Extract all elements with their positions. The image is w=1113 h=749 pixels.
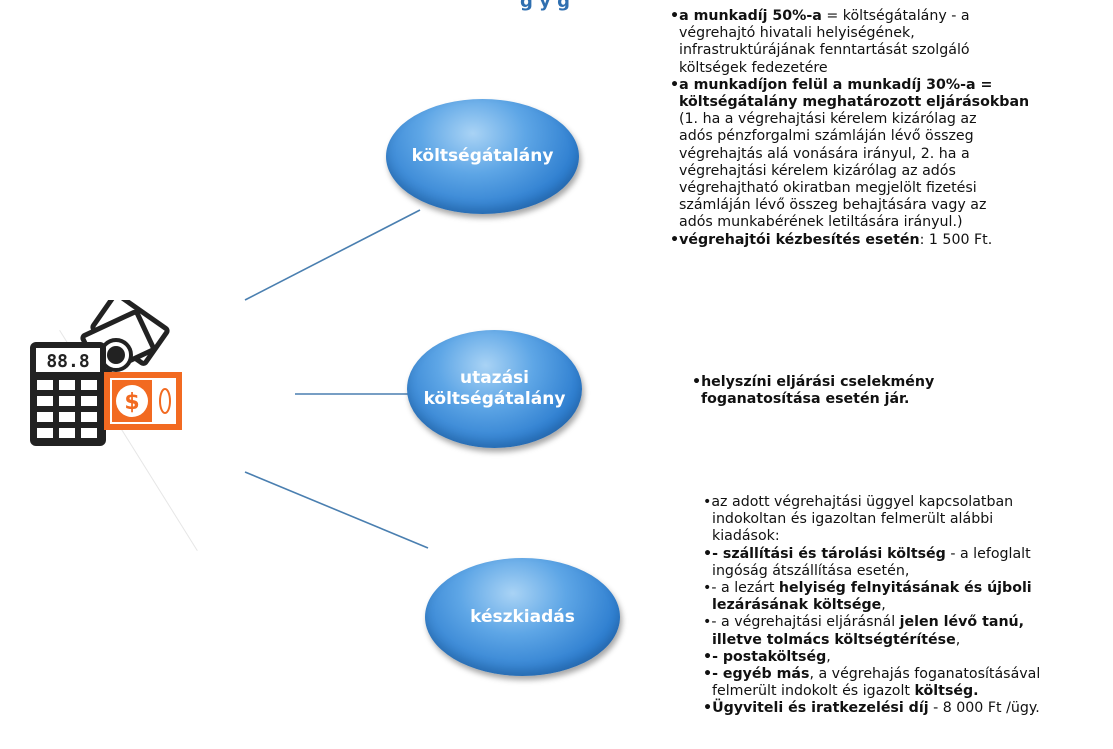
node-expenses: készkiadás: [425, 558, 620, 676]
node-travel: utazási költségátalány: [407, 330, 582, 448]
title-fragment: g y g: [520, 0, 571, 12]
cost-flat-line: végrehajtási kérelem kizárólag az adós: [679, 162, 956, 179]
cost-flat-line: költségek fedezetére: [679, 59, 828, 76]
expenses-text: •az adott végrehajtási üggyel kapcsolatb…: [703, 494, 1108, 718]
expenses-line: •- a lezárt helyiség felnyitásának és új…: [703, 580, 1032, 597]
expenses-line: •- szállítási és tárolási költség - a le…: [703, 545, 1031, 562]
travel-line: foganatosítása esetén jár.: [701, 391, 910, 408]
travel-text: •helyszíni eljárási cselekmény foganatos…: [692, 374, 1092, 408]
cost-flat-line: •végrehajtói kézbesítés esetén: 1 500 Ft…: [670, 231, 993, 248]
cost-flat-line: (1. ha a végrehajtási kérelem kizárólag …: [679, 111, 977, 128]
expenses-line: illetve tolmács költségtérítése,: [712, 631, 961, 648]
dollar-banknote-icon: $: [104, 372, 182, 430]
calculator-money-icon: 88.8 $: [30, 300, 182, 446]
expenses-line: •Ügyviteli és iratkezelési díj - 8 000 F…: [703, 700, 1040, 717]
expenses-line: indokoltan és igazoltan felmerült alábbi: [712, 511, 994, 528]
expenses-line: •- a végrehajtási eljárásnál jelen lévő …: [703, 614, 1025, 631]
cost-flat-line: •a munkadíj 50%-a = költségátalány - a: [670, 8, 970, 24]
cost-flat-line: végrehajtó hivatali helyiségének,: [679, 25, 915, 42]
travel-line: •helyszíni eljárási cselekmény: [692, 374, 935, 390]
expenses-line: •az adott végrehajtási üggyel kapcsolatb…: [703, 494, 1014, 510]
expenses-line: kiadások:: [712, 528, 780, 545]
cost-flat-line: adós pénzforgalmi számláján lévő összeg: [679, 128, 974, 145]
node-travel-label-line1: utazási: [459, 368, 529, 388]
cost-flat-text: •a munkadíj 50%-a = költségátalány - a v…: [670, 8, 1110, 249]
expenses-line: •- egyéb más, a végrehajás foganatosítás…: [703, 666, 1041, 683]
cost-flat-line: számláján lévő összeg behajtására vagy a…: [679, 197, 987, 214]
calculator-display: 88.8: [46, 351, 89, 372]
connector-line-top: [244, 209, 421, 301]
cost-flat-line: végrehajtható okiratban megjelölt fizeté…: [679, 180, 977, 197]
expenses-line: lezárásának költsége,: [712, 597, 886, 614]
cost-flat-line: adós munkabérének letiltására irányul.): [679, 214, 963, 231]
expenses-line: •- postaköltség,: [703, 648, 831, 665]
node-expenses-label: készkiadás: [470, 606, 575, 627]
node-cost-flat: költségátalány: [386, 99, 579, 214]
cost-flat-line: végrehajtás alá vonására irányul, 2. ha …: [679, 145, 970, 162]
connector-line-bottom: [244, 471, 429, 549]
cost-flat-line: infrastruktúrájának fenntartását szolgál…: [679, 42, 970, 59]
expenses-line: felmerült indokolt és igazolt költség.: [712, 683, 979, 700]
node-cost-flat-label: költségátalány: [411, 146, 554, 166]
dollar-sign: $: [124, 390, 139, 415]
node-travel-label-line2: költségátalány: [423, 389, 566, 409]
cost-flat-line: költségátalány meghatározott eljárásokba…: [679, 94, 1030, 111]
expenses-line: ingóság átszállítása esetén,: [712, 562, 910, 579]
cost-flat-line: •a munkadíjon felül a munkadíj 30%-a =: [670, 76, 993, 93]
calculator-body-icon: 88.8: [30, 342, 106, 446]
